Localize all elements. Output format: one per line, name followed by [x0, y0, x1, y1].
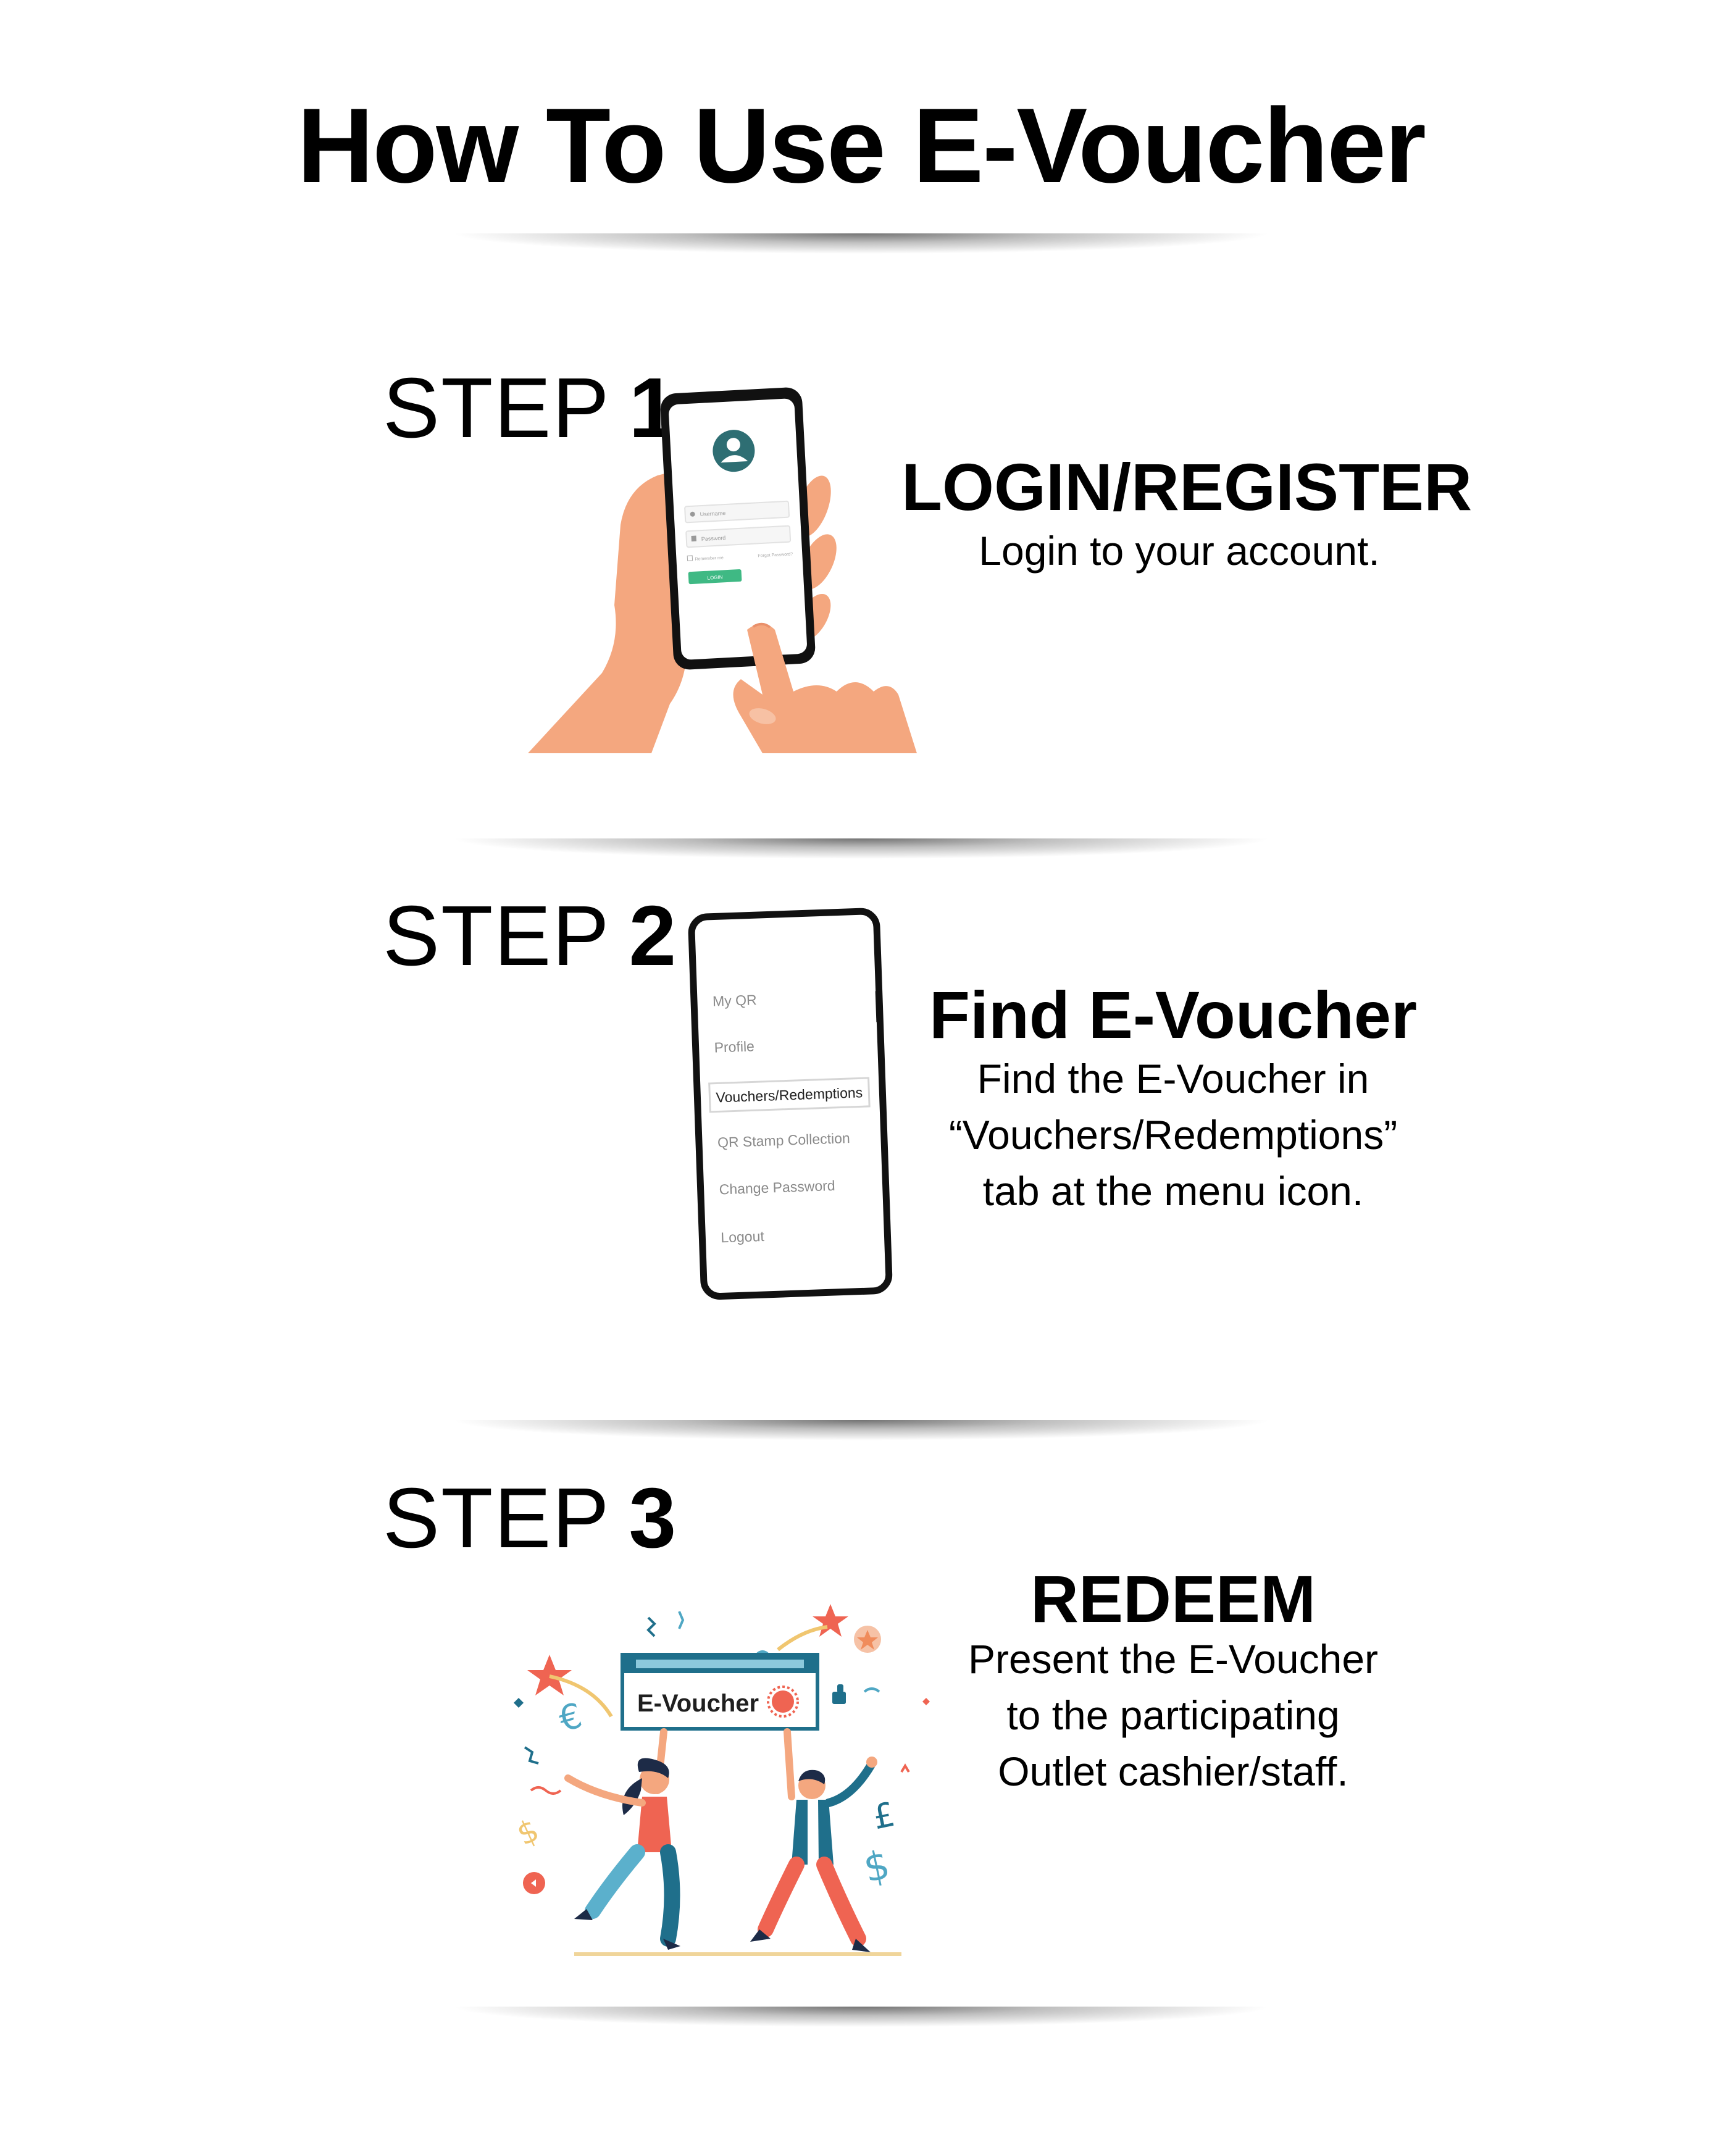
remember-me-label: Remember me: [695, 556, 724, 561]
step-1-description: Login to your account.: [901, 523, 1457, 579]
divider-step1: [454, 838, 1269, 875]
login-button: LOGIN: [707, 574, 723, 580]
woman-figure: [564, 1728, 680, 1950]
forgot-password-link: Forgot Password?: [758, 552, 793, 558]
dollar-icon: $: [511, 1812, 544, 1853]
seal-icon: [772, 1690, 794, 1713]
phone-menu-illustration: My QR Profile Vouchers/Redemptions QR St…: [688, 908, 893, 1300]
step-word: STEP: [383, 888, 611, 984]
dollar-icon: $: [860, 1842, 894, 1892]
step-2-description: Find the E-Voucher in “Vouchers/Redempti…: [895, 1051, 1451, 1219]
man-figure: [750, 1728, 877, 1952]
step-3-heading: REDEEM: [1030, 1561, 1316, 1636]
celebration-illustration: € $ £ $ E-Voucher: [511, 1604, 930, 1956]
step-3-line-3: Outlet cashier/staff.: [998, 1749, 1348, 1795]
pointing-hand-icon: [733, 624, 917, 753]
step-3-line-2: to the participating: [1006, 1692, 1340, 1739]
menu-item-qr-stamp-collection: QR Stamp Collection: [717, 1130, 851, 1150]
divider-step3: [454, 2007, 1269, 2044]
step-3-line-1: Present the E-Voucher: [968, 1636, 1379, 1682]
euro-icon: €: [554, 1695, 586, 1740]
menu-item-logout: Logout: [721, 1228, 765, 1245]
phone-login-illustration: Username Password Remember me Forgot Pas…: [528, 387, 917, 753]
voucher-banner-label: E-Voucher: [637, 1690, 759, 1717]
divider-title: [454, 233, 1269, 270]
step-word: STEP: [383, 361, 611, 456]
menu-item-my-qr: My QR: [713, 992, 757, 1009]
menu-item-change-password: Change Password: [719, 1177, 835, 1198]
menu-item-profile: Profile: [714, 1038, 754, 1055]
step-2-line-3: tab at the menu icon.: [982, 1168, 1364, 1214]
pound-icon: £: [869, 1795, 898, 1837]
step-2-line-2: “Vouchers/Redemptions”: [948, 1112, 1398, 1158]
step-1-line-1: Login to your account.: [979, 528, 1380, 574]
star-icon: [527, 1655, 572, 1695]
star-icon: [813, 1604, 848, 1637]
hand-icon: [528, 469, 687, 753]
step-3-description: Present the E-Voucher to the participati…: [895, 1631, 1451, 1800]
step-number: 3: [629, 1471, 677, 1566]
thumbs-up-icon: [832, 1692, 846, 1704]
page-title: How To Use E-Voucher: [297, 86, 1426, 205]
username-field: Username: [700, 510, 725, 517]
step-2-line-1: Find the E-Voucher in: [977, 1056, 1369, 1101]
step-1-heading: LOGIN/REGISTER: [901, 449, 1473, 524]
step-word: STEP: [383, 1471, 611, 1566]
step-2-heading: Find E-Voucher: [929, 977, 1417, 1052]
divider-step2: [454, 1420, 1269, 1457]
password-field: Password: [701, 535, 726, 542]
step-number: 2: [629, 888, 677, 984]
